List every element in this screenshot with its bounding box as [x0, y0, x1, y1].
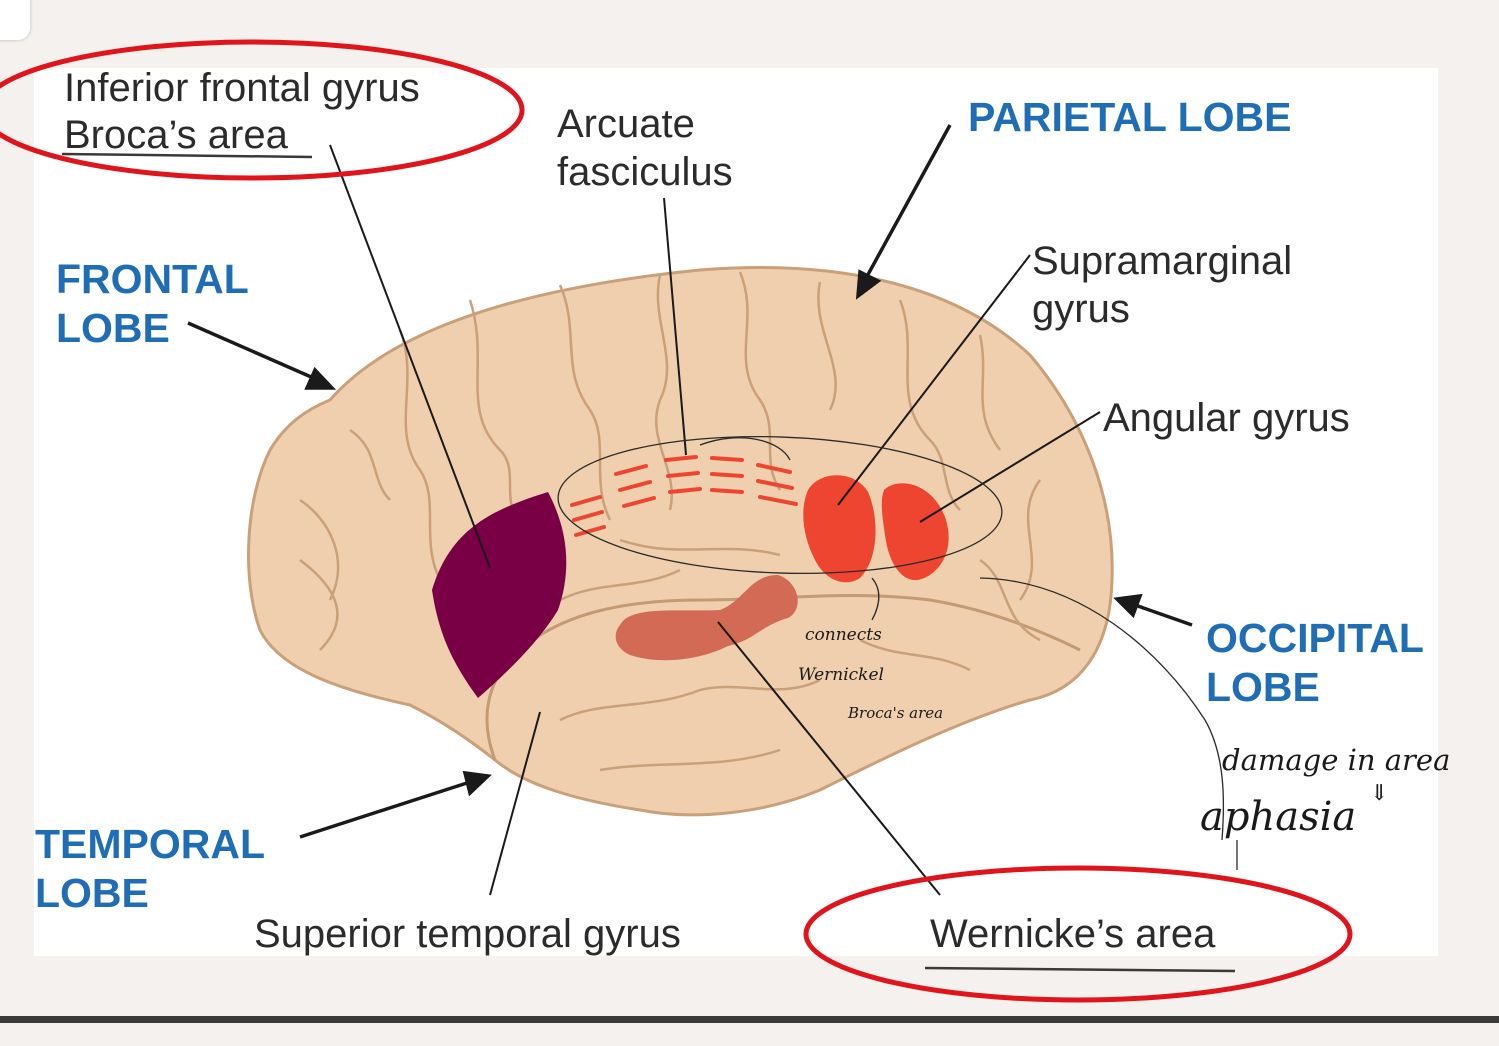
temporal-lobe-label-line1: TEMPORAL: [35, 821, 265, 867]
pointer-lines: [329, 144, 1101, 896]
supramarginal-label-line2: gyrus: [1032, 287, 1130, 331]
handwritten-marks: [557, 435, 1238, 870]
supramarginal-label-line1: Supramarginal: [1032, 239, 1292, 283]
anatomy-labels: Inferior frontal gyrus Broca’s area Arcu…: [64, 66, 1350, 956]
handwritten-aphasia-note: aphasia: [1200, 794, 1356, 840]
superior-temporal-gyrus-label: Superior temporal gyrus: [254, 912, 681, 956]
pencil-underlines: [61, 152, 1236, 973]
lobe-labels: PARIETAL LOBE FRONTAL LOBE OCCIPITAL LOB…: [35, 94, 1424, 916]
arcuate-fasciculus-fibers: [570, 455, 798, 537]
occipital-lobe-label-line2: LOBE: [1206, 664, 1320, 710]
handwritten-connects-line2: Wernickel: [798, 665, 884, 685]
arcuate-label-line2: fasciculus: [557, 150, 733, 194]
wernicke-area-region: [615, 575, 798, 661]
broca-area-region: [432, 492, 567, 698]
temporal-lobe-label-line2: LOBE: [35, 870, 149, 916]
handwritten-damage-note: damage in area: [1222, 743, 1450, 777]
angular-gyrus-region: [881, 483, 949, 581]
brain: [247, 266, 1114, 817]
handwritten-arrow: ⇓: [1370, 781, 1388, 806]
parietal-lobe-label: PARIETAL LOBE: [968, 94, 1291, 140]
lobe-arrows: [187, 124, 1193, 839]
broca-area-label: Broca’s area: [64, 113, 289, 157]
occipital-lobe-label-line1: OCCIPITAL: [1206, 615, 1424, 661]
corner-tab[interactable]: [0, 0, 30, 40]
supramarginal-gyrus-region: [803, 475, 876, 583]
wernicke-annotation-circle: [803, 865, 1353, 1003]
inferior-frontal-gyrus-label: Inferior frontal gyrus: [64, 66, 420, 110]
annotation-circles: [0, 39, 1353, 1003]
bottom-divider: [0, 1016, 1499, 1023]
handwritten-notes: connects Wernickel Broca's area damage i…: [798, 625, 1450, 840]
handwritten-connects-line3: Broca's area: [847, 704, 943, 722]
angular-gyrus-label: Angular gyrus: [1103, 396, 1350, 440]
wernicke-area-label: Wernicke’s area: [930, 912, 1216, 956]
sulci: [299, 271, 1042, 772]
frontal-lobe-label-line1: FRONTAL: [56, 256, 249, 302]
arcuate-label-line1: Arcuate: [557, 102, 695, 146]
frontal-lobe-label-line2: LOBE: [56, 305, 170, 351]
broca-annotation-circle: [0, 39, 525, 181]
handwritten-connects-line1: connects: [805, 625, 882, 645]
